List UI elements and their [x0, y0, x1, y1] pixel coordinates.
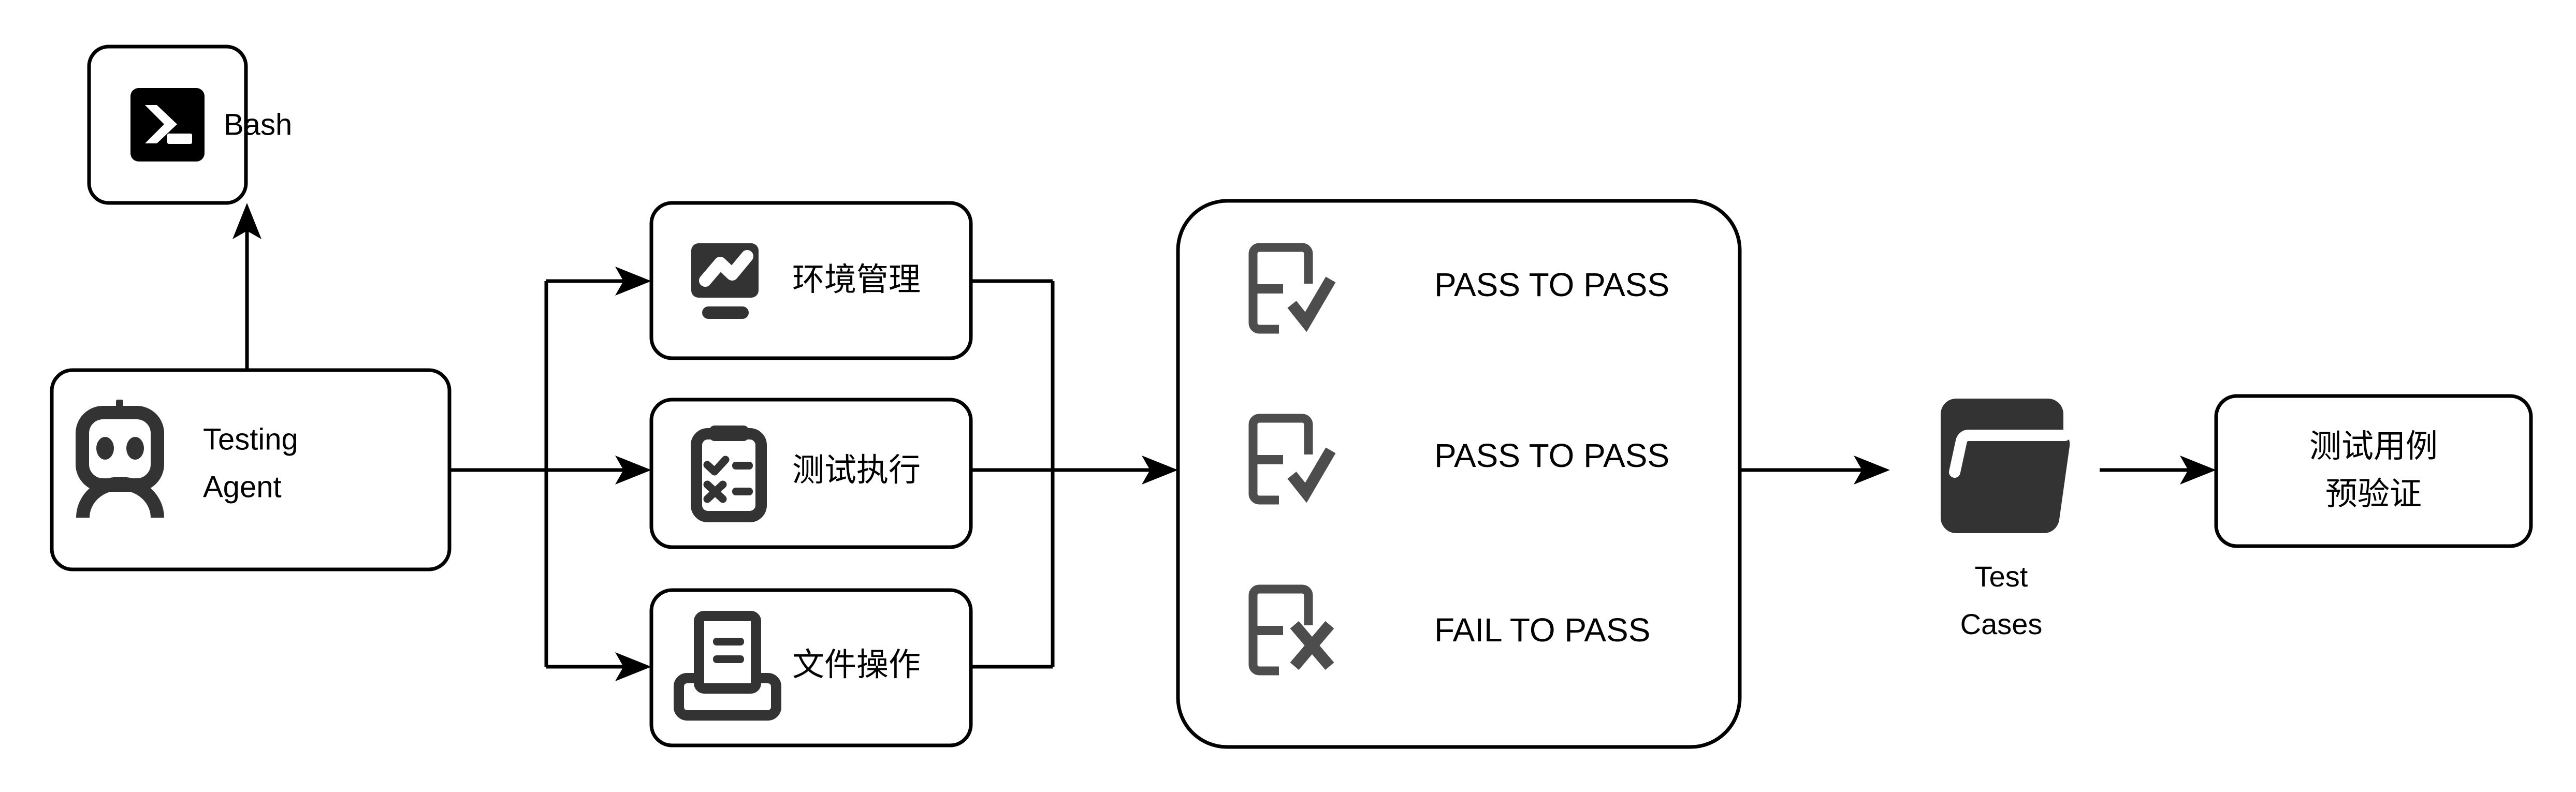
node-tool-env-management[interactable]: 环境管理 — [649, 201, 973, 360]
connector-results-to-testcases — [1740, 456, 1890, 485]
validation-box[interactable] — [2214, 394, 2533, 548]
node-bash[interactable]: Bash — [87, 45, 292, 205]
tool-label-file-ops: 文件操作 — [792, 646, 921, 683]
node-test-cases[interactable]: Test Cases — [1941, 399, 2071, 640]
result-row-fail-to-pass: FAIL TO PASS — [1248, 584, 1650, 676]
validation-label-line2: 预验证 — [2325, 475, 2422, 512]
test-cases-label-line1: Test — [1975, 560, 2028, 593]
result-label-2: PASS TO PASS — [1434, 437, 1669, 474]
connector-tools-to-results — [971, 279, 1178, 669]
test-cases-label-line2: Cases — [1960, 608, 2043, 640]
clipboard-check-x-icon — [691, 426, 767, 522]
node-tool-file-ops[interactable]: 文件操作 — [649, 588, 973, 747]
results-container-box[interactable] — [1176, 199, 1742, 749]
result-row-pass-to-pass-1: PASS TO PASS — [1248, 243, 1669, 334]
document-scan-icon — [674, 611, 781, 721]
tool-box-file-ops[interactable] — [649, 588, 973, 747]
robot-icon — [76, 400, 164, 518]
results-container[interactable]: PASS TO PASS PASS TO PASS — [1176, 199, 1742, 749]
connector-agent-to-tools — [449, 267, 651, 681]
tool-label-env-management: 环境管理 — [792, 260, 921, 298]
note-check-icon — [1248, 243, 1336, 334]
connector-testcases-to-validation — [2100, 456, 2216, 485]
testing-agent-label-line2: Agent — [203, 470, 282, 504]
result-label-3: FAIL TO PASS — [1434, 611, 1650, 649]
folder-icon — [1941, 399, 2071, 533]
monitor-chart-icon — [691, 243, 759, 319]
node-tool-test-execution[interactable]: 测试执行 — [649, 398, 973, 549]
validation-label-line1: 测试用例 — [2309, 427, 2438, 465]
node-validation[interactable]: 测试用例 预验证 — [2214, 394, 2533, 548]
bash-label: Bash — [224, 108, 292, 141]
tool-label-test-execution: 测试执行 — [792, 451, 921, 489]
testing-agent-label-line1: Testing — [203, 422, 298, 456]
result-row-pass-to-pass-2: PASS TO PASS — [1248, 414, 1669, 505]
tool-box-env-management[interactable] — [649, 201, 973, 360]
terminal-icon — [130, 88, 205, 162]
connector-agent-to-bash — [232, 203, 261, 370]
note-check-icon — [1248, 414, 1336, 505]
result-label-1: PASS TO PASS — [1434, 266, 1669, 303]
note-x-icon — [1248, 584, 1334, 676]
node-testing-agent[interactable]: Testing Agent — [50, 368, 452, 571]
connector-layer — [232, 203, 2216, 681]
